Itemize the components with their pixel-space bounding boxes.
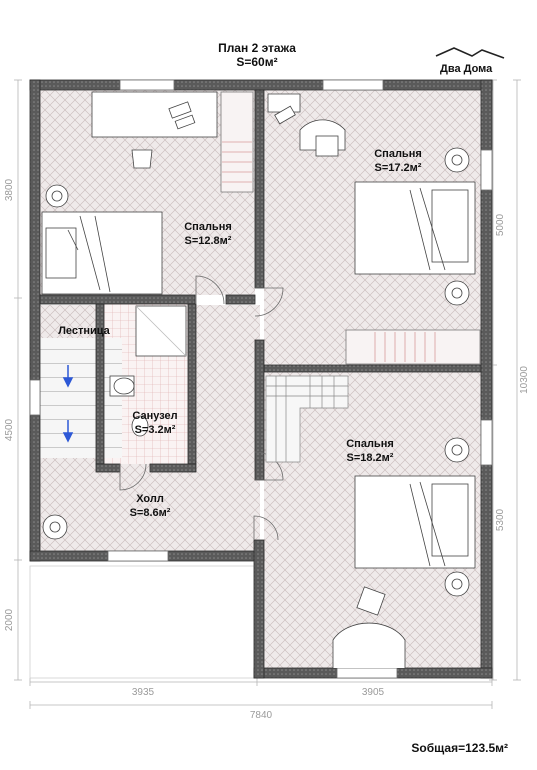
plan-title: План 2 этажа [218,41,296,55]
room-area-bedroom-3: S=18.2м² [347,452,394,464]
room-name-hall: Холл [136,493,164,505]
bedroom-1-furniture [41,91,218,295]
stair-label: Лестница [58,325,110,337]
stair-landing [265,375,349,463]
room-area-bedroom-1: S=12.8м² [185,235,232,247]
logo-text: Два Дома [440,63,493,75]
room-name-bedroom-1: Спальня [184,221,232,233]
dim-bottom-total: 7840 [250,710,273,721]
room-area-bathroom: S=3.2м² [135,424,176,436]
room-name-bedroom-3: Спальня [346,438,394,450]
bathroom-fixtures [109,305,187,437]
room-area-hall: S=8.6м² [130,507,171,519]
room-name-bedroom-2: Спальня [374,148,422,160]
dimension-lines [14,79,521,709]
room-name-bathroom: Санузел [132,410,177,422]
dim-right-1: 5000 [495,213,506,236]
dim-left-1: 3800 [4,178,15,201]
total-area: Sобщая=123.5м² [411,741,508,755]
plan-area: S=60м² [236,55,277,69]
windows [29,79,493,679]
room-area-bedroom-2: S=17.2м² [375,162,422,174]
bedroom-3-furniture [332,437,476,668]
wardrobes [220,91,481,365]
stair-arrow-icon [62,365,74,443]
bedroom-2-furniture [267,93,476,306]
dim-bottom-2: 3905 [362,687,385,698]
hall-furniture [42,514,68,540]
dim-left-2: 4500 [4,418,15,441]
doors [119,275,284,541]
house-icon [435,47,505,59]
dim-left-3: 2000 [4,608,15,631]
logo: Два Дома [435,47,505,75]
dim-bottom-1: 3935 [132,687,155,698]
dim-right-3: 5300 [495,508,506,531]
dim-right-2: 10300 [519,366,530,394]
